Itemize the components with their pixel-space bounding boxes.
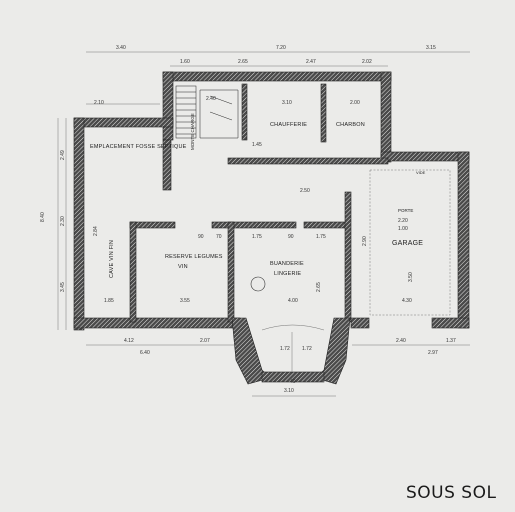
svg-text:1.45: 1.45 <box>252 142 262 148</box>
room-buanderie: BUANDERIE <box>270 261 304 267</box>
svg-text:1.72: 1.72 <box>280 346 290 352</box>
room-fosse: EMPLACEMENT FOSSE SEPTIQUE <box>90 144 187 150</box>
wall-top <box>162 71 392 82</box>
svg-text:1.72: 1.72 <box>302 346 312 352</box>
svg-text:2.50: 2.50 <box>300 188 310 194</box>
drain-circle <box>250 276 266 292</box>
svg-text:4.30: 4.30 <box>402 298 412 304</box>
room-monte-charge: MONTE CHARGE <box>190 113 195 150</box>
wall-upper-right <box>380 71 392 163</box>
svg-text:1.75: 1.75 <box>316 234 326 240</box>
wall-bay-right <box>315 317 351 385</box>
room-reserve-sub: VIN <box>178 264 188 270</box>
dimension-lines <box>57 51 470 397</box>
svg-text:3.10: 3.10 <box>284 388 294 394</box>
svg-text:3.10: 3.10 <box>282 100 292 106</box>
svg-text:2.10: 2.10 <box>94 100 104 106</box>
room-garage: GARAGE <box>392 240 423 247</box>
svg-text:3.40: 3.40 <box>116 45 126 51</box>
wall-upper-left <box>162 71 174 141</box>
wall-garage-bottom-left <box>350 317 370 329</box>
room-chaufferie: CHAUFFERIE <box>270 122 307 128</box>
svg-text:2.40: 2.40 <box>396 338 406 344</box>
svg-text:2.47: 2.47 <box>306 59 316 65</box>
svg-text:3.15: 3.15 <box>426 45 436 51</box>
svg-text:2.07: 2.07 <box>200 338 210 344</box>
room-cave-vin: CAVE VIN FIN <box>109 240 115 278</box>
svg-text:2.02: 2.02 <box>362 59 372 65</box>
wall-fosse-partition <box>162 139 172 191</box>
svg-text:2.84: 2.84 <box>93 226 99 236</box>
label-porte: PORTE <box>398 208 413 213</box>
stair <box>175 85 239 139</box>
svg-text:1.75: 1.75 <box>252 234 262 240</box>
room-charbon: CHARBON <box>336 122 365 128</box>
svg-text:2.65: 2.65 <box>238 59 248 65</box>
wall-cave-right <box>129 221 137 323</box>
wall-garage-top <box>380 151 470 162</box>
svg-text:2.90: 2.90 <box>362 236 368 246</box>
svg-text:6.40: 6.40 <box>140 350 150 356</box>
svg-text:3.50: 3.50 <box>408 272 414 282</box>
wall-stair-partition <box>241 83 248 141</box>
label-vide: VIDE <box>416 170 426 175</box>
room-reserve: RESERVE LEGUMES <box>165 254 223 260</box>
svg-text:4.12: 4.12 <box>124 338 134 344</box>
svg-text:2.49: 2.49 <box>60 150 66 160</box>
svg-text:90: 90 <box>288 234 294 240</box>
wall-left-top <box>73 117 174 128</box>
wall-reserve-top <box>211 221 297 229</box>
wall-reserve-right <box>227 221 235 323</box>
svg-text:2.97: 2.97 <box>428 350 438 356</box>
svg-text:90: 90 <box>198 234 204 240</box>
wall-right <box>457 151 470 329</box>
svg-text:2.40: 2.40 <box>206 96 216 102</box>
room-buanderie-sub: LINGERIE <box>274 271 301 277</box>
svg-text:70: 70 <box>216 234 222 240</box>
plan-title: SOUS SOL <box>406 483 496 503</box>
svg-text:1.37: 1.37 <box>446 338 456 344</box>
wall-chaufferie-bottom <box>227 157 389 165</box>
svg-text:40: 40 <box>290 379 296 385</box>
svg-text:2.20: 2.20 <box>398 218 408 224</box>
dimension-labels: 3.40 7.20 3.15 1.60 2.65 2.47 2.02 3.10 … <box>40 45 456 394</box>
svg-text:1.85: 1.85 <box>104 298 114 304</box>
wall-charbon-partition <box>320 83 327 143</box>
wall-left <box>73 117 85 331</box>
svg-text:2.00: 2.00 <box>350 100 360 106</box>
walls <box>73 71 470 385</box>
bay-arcs <box>261 324 325 372</box>
svg-text:3.45: 3.45 <box>60 282 66 292</box>
svg-text:1.60: 1.60 <box>180 59 190 65</box>
svg-text:2.30: 2.30 <box>60 216 66 226</box>
svg-text:1.00: 1.00 <box>398 226 408 232</box>
wall-bay-bottom <box>261 371 325 383</box>
wall-bottom-left <box>73 317 241 329</box>
svg-text:4.00: 4.00 <box>288 298 298 304</box>
svg-text:7.20: 7.20 <box>276 45 286 51</box>
garage-car-outline <box>369 169 451 316</box>
wall-buanderie-right <box>344 191 352 323</box>
wall-bottom-right <box>431 317 470 329</box>
svg-text:2.65: 2.65 <box>316 282 322 292</box>
wall-buanderie-top <box>303 221 351 229</box>
wall-cave-top <box>129 221 176 229</box>
svg-text:3.55: 3.55 <box>180 298 190 304</box>
svg-text:8.40: 8.40 <box>40 212 46 222</box>
